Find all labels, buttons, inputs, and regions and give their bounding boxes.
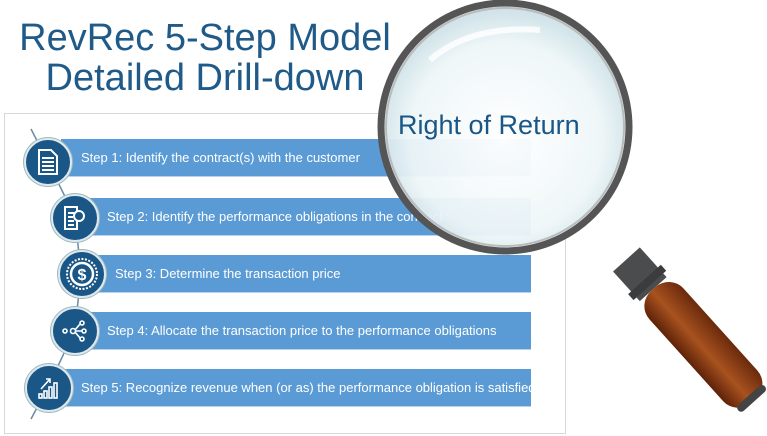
step-4-bar: Step 4: Allocate the transaction price t… <box>85 312 531 349</box>
step-3-bar: Step 3: Determine the transaction price <box>95 255 531 292</box>
step-3-label: Step 3: Determine the transaction price <box>115 266 341 281</box>
network-icon <box>51 307 99 355</box>
growth-chart-icon <box>25 364 73 412</box>
lens <box>377 0 633 255</box>
step-2-label: Step 2: Identify the performance obligat… <box>107 209 444 224</box>
step-1-label: Step 1: Identify the contract(s) with th… <box>81 150 360 165</box>
document-icon <box>24 138 72 186</box>
dollar-icon: $ <box>58 250 106 298</box>
document-search-icon <box>51 194 99 242</box>
title-line-2: Detailed Drill-down <box>45 57 365 99</box>
magnifier-label: Right of Return <box>398 110 580 140</box>
step-5-label: Step 5: Recognize revenue when (or as) t… <box>81 380 531 395</box>
title-line-1: RevRec 5-Step Model <box>19 17 391 59</box>
step-5-bar: Step 5: Recognize revenue when (or as) t… <box>61 369 531 406</box>
svg-text:$: $ <box>78 267 87 284</box>
step-4-label: Step 4: Allocate the transaction price t… <box>107 323 497 338</box>
handle <box>613 247 766 412</box>
